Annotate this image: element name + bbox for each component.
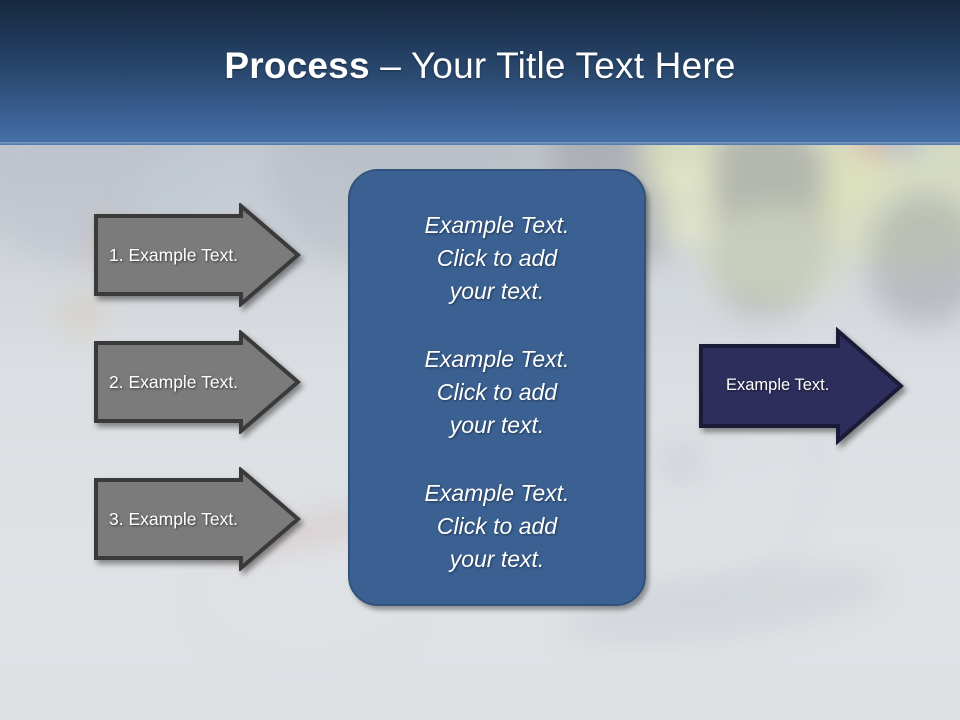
right-arrow-icon <box>94 330 301 434</box>
right-arrow-icon <box>94 467 301 571</box>
header-divider <box>0 142 960 145</box>
panel-text-block-1: Example Text. Click to add your text. <box>424 212 570 304</box>
right-arrow-icon <box>699 327 904 445</box>
output-arrow[interactable]: Example Text. <box>698 327 904 445</box>
step-arrow-1[interactable]: 1. Example Text. <box>93 203 301 307</box>
panel-text-block-2: Example Text. Click to add your text. <box>424 346 570 438</box>
panel-text-block-3: Example Text. Click to add your text. <box>424 480 570 572</box>
slide-header: Process – Your Title Text Here <box>0 0 960 145</box>
step-arrow-3[interactable]: 3. Example Text. <box>93 467 301 571</box>
step-arrow-2[interactable]: 2. Example Text. <box>93 330 301 434</box>
center-content-panel[interactable]: Example Text. Click to add your text. Ex… <box>348 169 646 606</box>
page-title-rest: Your Title Text Here <box>410 45 736 86</box>
page-title-bold: Process <box>224 45 370 86</box>
right-arrow-icon <box>94 203 301 307</box>
page-title: Process – Your Title Text Here <box>0 44 960 88</box>
page-title-separator: – <box>369 45 411 86</box>
